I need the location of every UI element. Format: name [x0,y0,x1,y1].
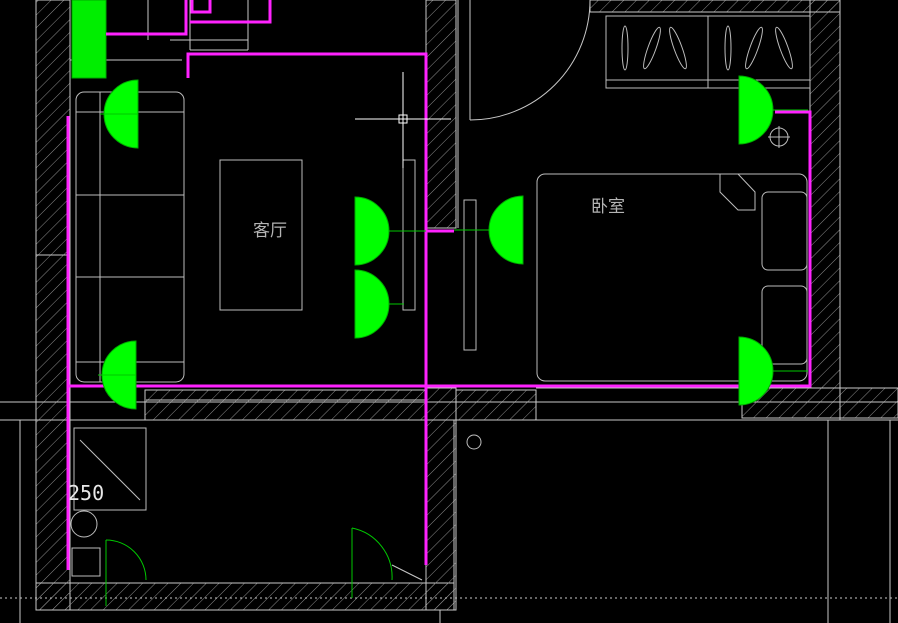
bathroom-small-box [71,547,101,577]
wall-center-lower [425,387,457,611]
socket-tv-upper [354,196,390,266]
sockets [101,75,774,410]
door-arc-bottom [351,527,393,581]
tv-cabinet-living [402,159,416,311]
wall-left [35,0,71,611]
wire-top-corner-2 [190,0,212,14]
green-block [71,0,107,79]
bed-sheet-fold [719,173,756,211]
floor-drain [466,434,482,450]
cad-crosshair-cursor[interactable] [355,72,451,168]
bed [536,173,808,382]
wall-middle-right [455,389,537,421]
wall-right [809,0,841,389]
wall-top-right [589,0,841,13]
room-label-bedroom: 卧室 [591,197,625,217]
socket-leads [98,109,808,376]
socket-bedside-bottom [738,336,774,406]
walls [35,0,898,611]
tv-cabinet-bedroom [463,199,477,351]
wire-right-loop [426,110,812,388]
room-label-living: 客厅 [253,221,287,241]
wall-center [425,0,457,229]
furniture [70,0,811,606]
doors [351,0,591,598]
wire-top-corner [106,0,188,36]
bathroom-cabinet [73,427,147,511]
toilet-fixture [70,510,98,538]
socket-bedroom-tv [488,195,524,265]
coffee-table [219,159,303,311]
dimension-label: 250 [68,481,104,505]
socket-tv-lower [354,269,390,339]
wiring [66,0,812,570]
door-arc-top [469,0,591,121]
wall-bottom [35,582,455,611]
pillow-top [761,191,808,271]
socket-bedside-top [738,75,774,145]
wire-top [186,52,428,386]
pillow-bottom [761,285,808,365]
wall-middle-left [144,389,427,421]
